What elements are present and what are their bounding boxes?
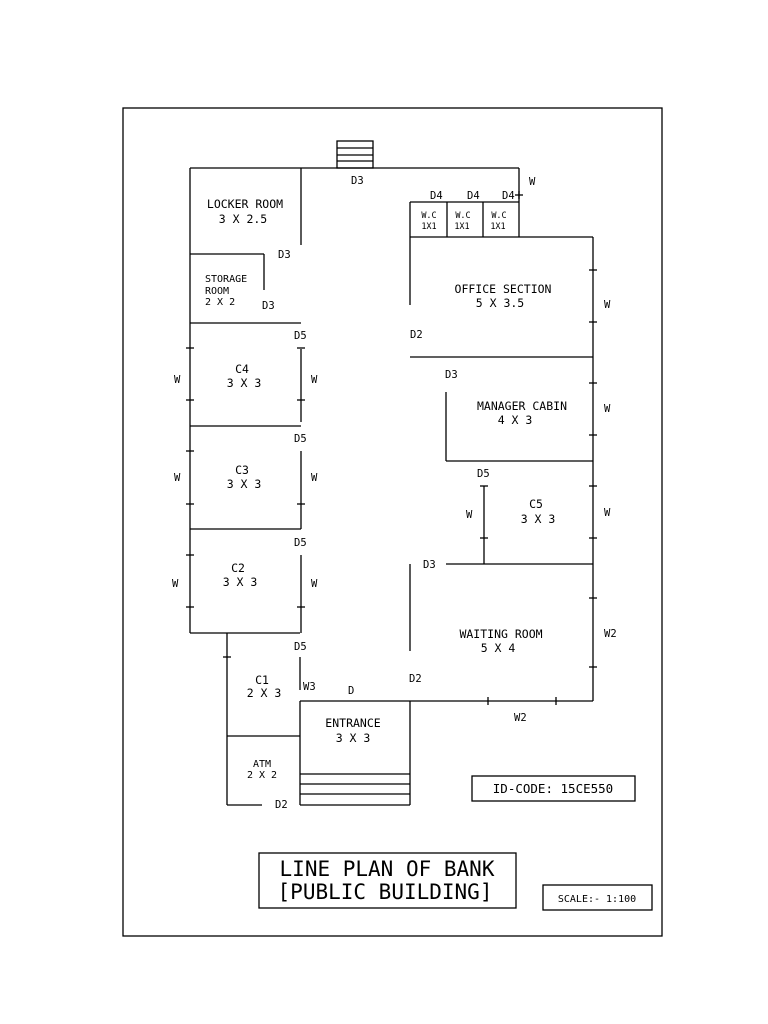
label-d5-c1: D5 (294, 641, 307, 653)
wc2-name: W.C (455, 211, 470, 221)
storage-room-size: 2 X 2 (205, 297, 235, 308)
label-d3-top: D3 (351, 175, 364, 187)
label-w2-bottom: W2 (514, 712, 527, 724)
c4-name: C4 (235, 362, 249, 376)
label-w-c2-right: W (311, 578, 318, 590)
label-d3-locker: D3 (278, 249, 291, 261)
entrance-steps (300, 773, 410, 795)
top-steps (336, 140, 374, 169)
label-d2-waiting: D2 (409, 673, 422, 685)
label-d4-b: D4 (467, 190, 480, 202)
left-wing-window-ticks (186, 347, 305, 658)
office-section-size: 5 X 3.5 (476, 296, 524, 310)
c2-name: C2 (231, 561, 245, 575)
label-d5-c2: D5 (294, 537, 307, 549)
c3-name: C3 (235, 463, 249, 477)
entrance-size: 3 X 3 (336, 731, 371, 745)
label-w-c3-right: W (311, 472, 318, 484)
title-box: LINE PLAN OF BANK [PUBLIC BUILDING] (258, 852, 517, 909)
office-section-name: OFFICE SECTION (455, 282, 552, 296)
c5-name: C5 (529, 497, 543, 511)
label-d5-c3: D5 (294, 433, 307, 445)
label-w-c2-left: W (172, 578, 179, 590)
c5-size: 3 X 3 (521, 512, 556, 526)
label-w-c5-right: W (604, 507, 611, 519)
atm-size: 2 X 2 (247, 770, 277, 781)
label-d2-atm: D2 (275, 799, 288, 811)
label-d3-storage: D3 (262, 300, 275, 312)
label-d4-c: D4 (502, 190, 515, 202)
c2-size: 3 X 3 (223, 575, 258, 589)
label-d3-manager: D3 (445, 369, 458, 381)
label-d2-office: D2 (410, 329, 423, 341)
waiting-room-name: WAITING ROOM (459, 627, 542, 641)
c1-size: 2 X 3 (247, 686, 282, 700)
title-line2: [PUBLIC BUILDING] (278, 880, 493, 904)
atm-name: ATM (253, 759, 271, 770)
c3-size: 3 X 3 (227, 477, 262, 491)
label-w-top-right: W (529, 176, 536, 188)
id-code-text: ID-CODE: 15CE550 (493, 781, 613, 796)
label-w2-waiting: W2 (604, 628, 617, 640)
locker-room-name: LOCKER ROOM (207, 197, 283, 211)
room-labels: LOCKER ROOM 3 X 2.5 STORAGE ROOM 2 X 2 C… (205, 197, 567, 781)
label-d4-a: D4 (430, 190, 443, 202)
label-w-c4-left: W (174, 374, 181, 386)
title-line1: LINE PLAN OF BANK (280, 857, 495, 881)
id-code-box: ID-CODE: 15CE550 (471, 775, 636, 802)
manager-cabin-name: MANAGER CABIN (477, 399, 567, 413)
label-d-entrance: D (348, 685, 354, 697)
c1-name: C1 (255, 673, 269, 687)
label-w-c3-left: W (174, 472, 181, 484)
wc1-name: W.C (421, 211, 436, 221)
left-wing-walls (190, 168, 302, 737)
scale-text: SCALE:- 1:100 (558, 894, 636, 905)
right-wing-window-ticks (480, 191, 597, 705)
c4-size: 3 X 3 (227, 376, 262, 390)
label-d3-waiting: D3 (423, 559, 436, 571)
label-d5-c5: D5 (477, 468, 490, 480)
label-d5-c4: D5 (294, 330, 307, 342)
label-w-c5-left: W (466, 509, 473, 521)
locker-room-size: 3 X 2.5 (219, 212, 267, 226)
label-w-manager: W (604, 403, 611, 415)
label-w3-c1: W3 (303, 681, 316, 693)
entrance-name: ENTRANCE (325, 716, 380, 730)
label-w-office: W (604, 299, 611, 311)
wc3-name: W.C (491, 211, 506, 221)
door-window-labels: D3 W D4 D4 D4 D3 D3 D5 W W D5 W W D5 W W… (172, 175, 617, 811)
right-wing-walls (409, 201, 593, 651)
storage-room-line2: ROOM (205, 286, 229, 297)
sheet-border (122, 107, 663, 937)
label-w-c4-right: W (311, 374, 318, 386)
scale-box: SCALE:- 1:100 (542, 884, 653, 911)
wc3-size: 1X1 (490, 222, 505, 232)
wc1-size: 1X1 (421, 222, 436, 232)
waiting-room-size: 5 X 4 (481, 641, 516, 655)
wc2-size: 1X1 (454, 222, 469, 232)
storage-room-line1: STORAGE (205, 274, 247, 285)
manager-cabin-size: 4 X 3 (498, 413, 533, 427)
